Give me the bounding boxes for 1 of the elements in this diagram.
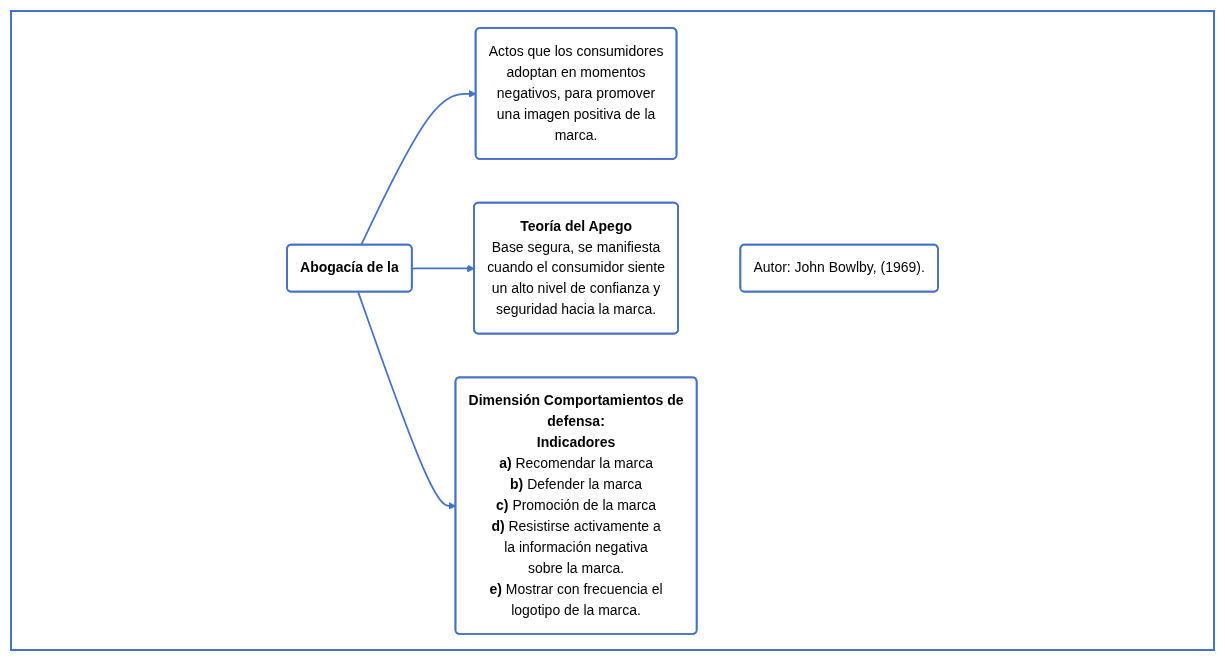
arrow — [411, 264, 475, 272]
